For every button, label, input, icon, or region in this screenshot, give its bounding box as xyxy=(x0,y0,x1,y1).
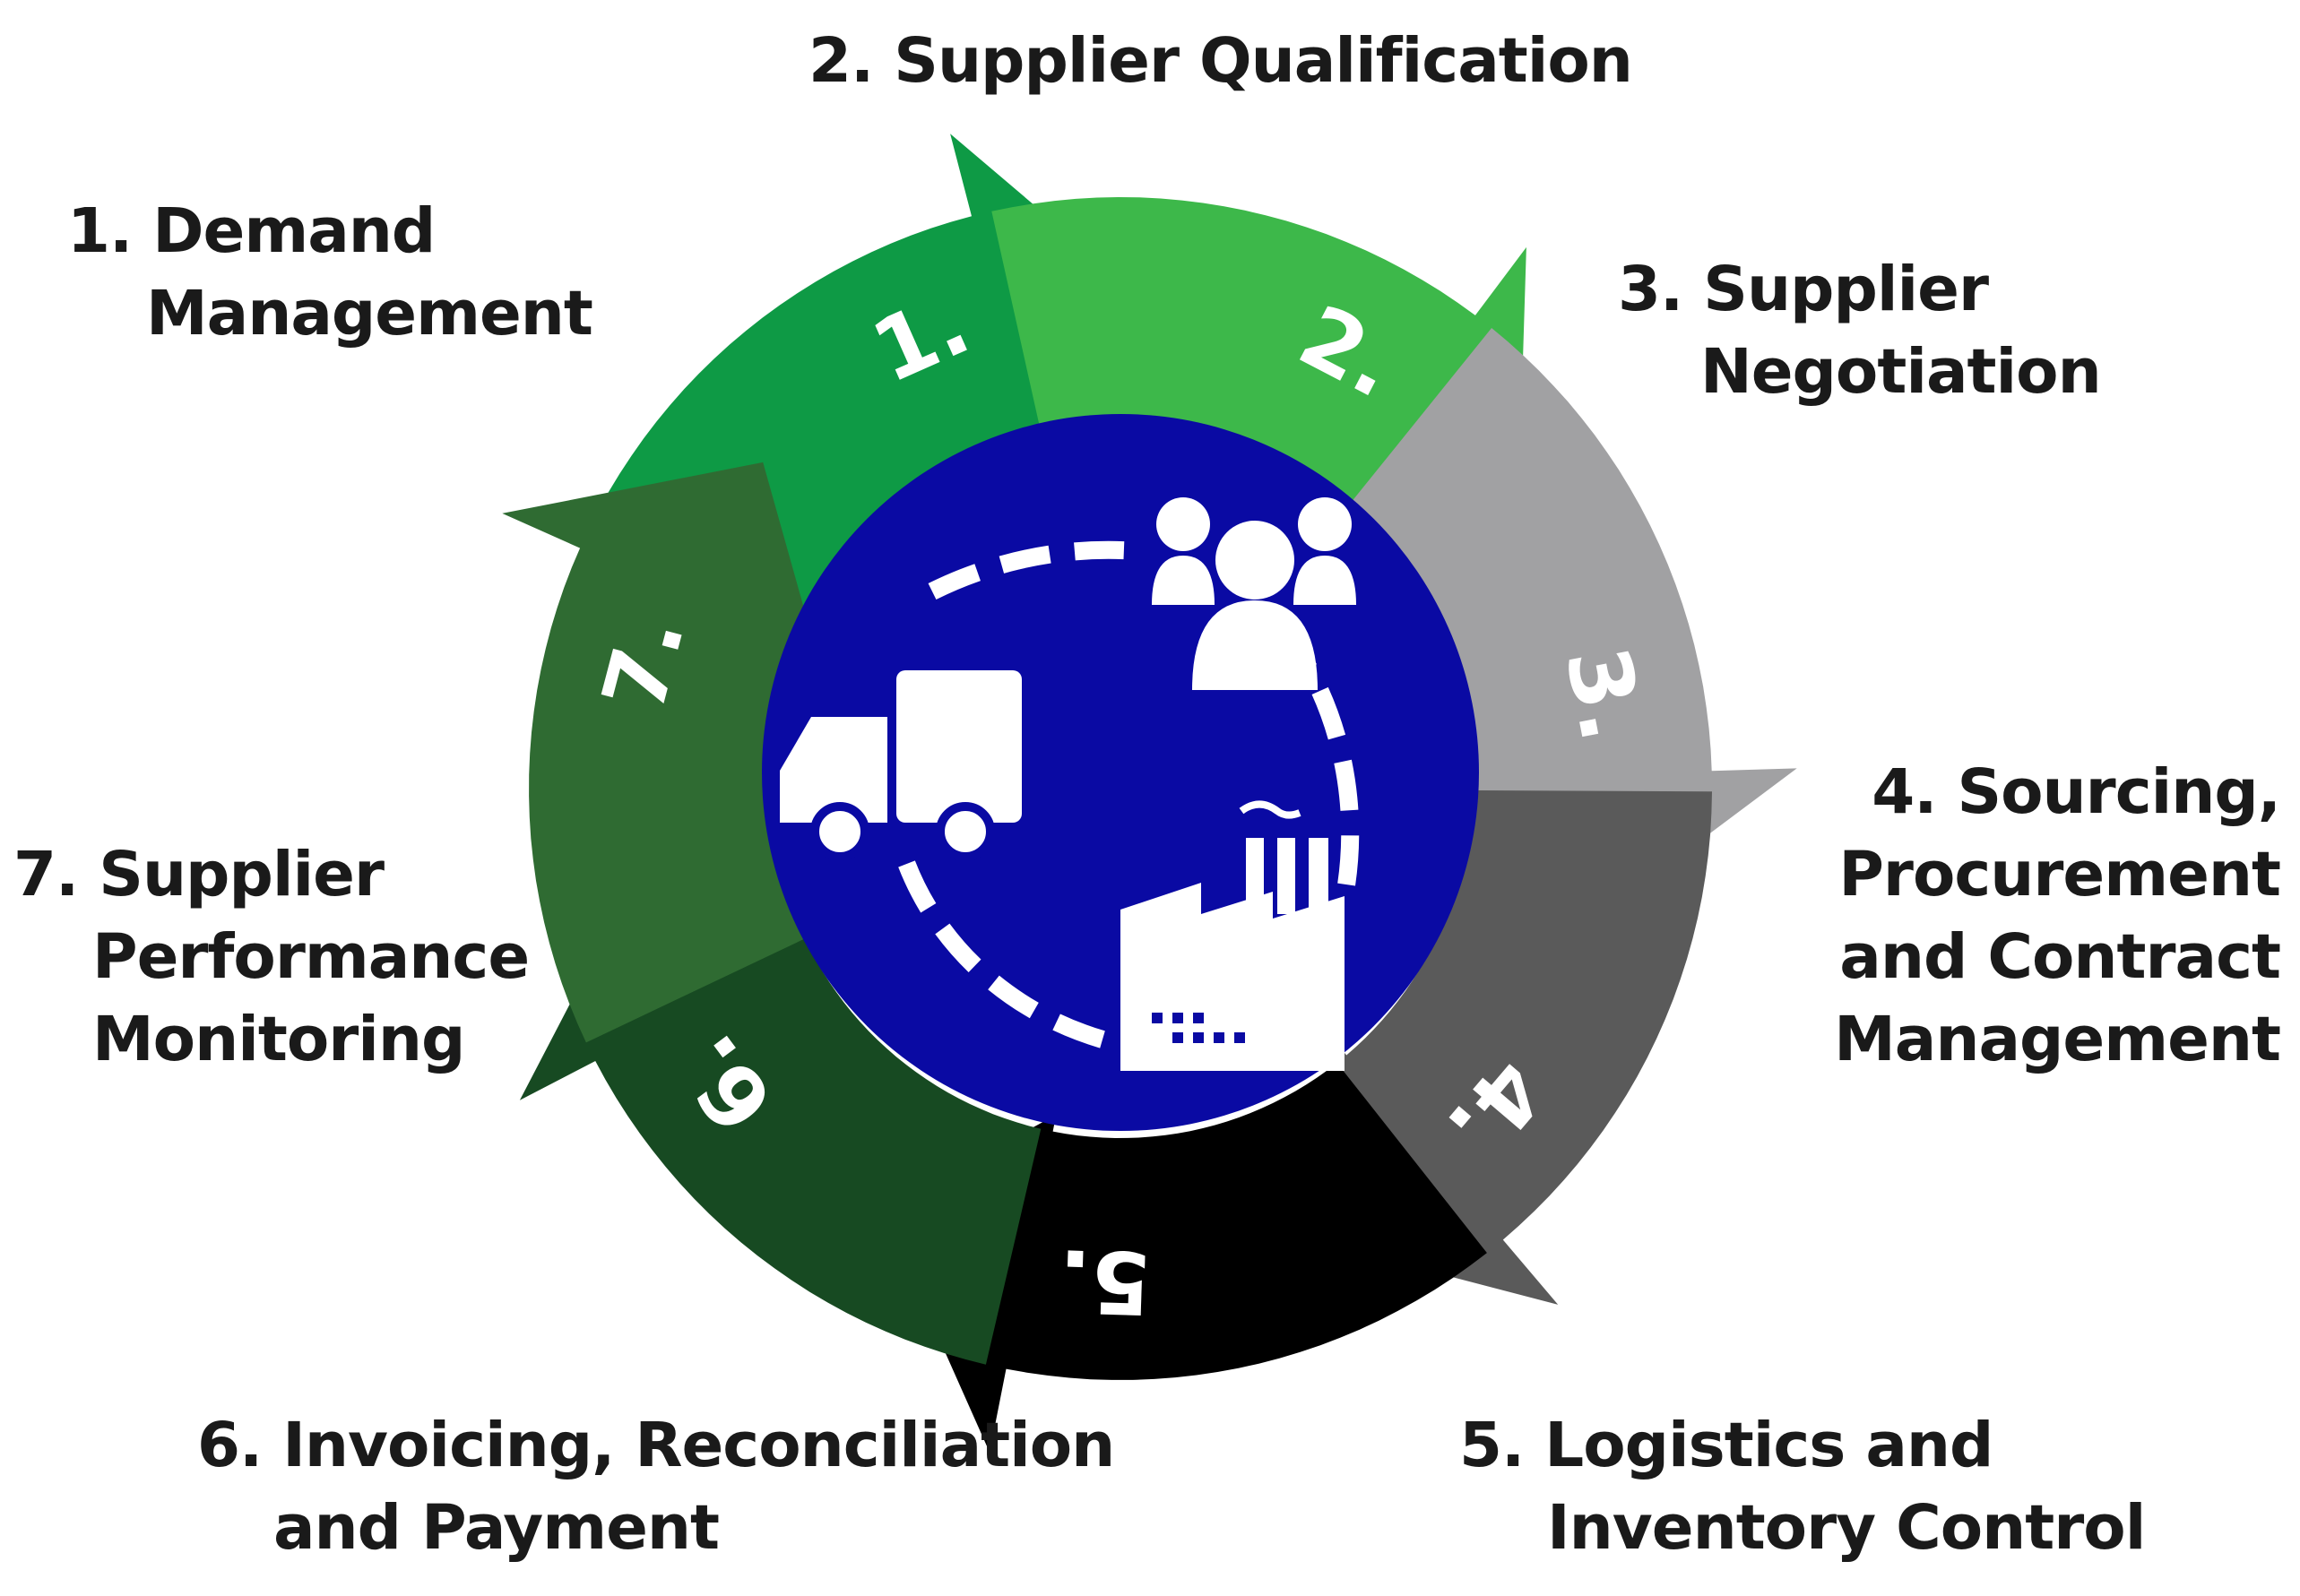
stage-label-2: 2. Supplier Qualification xyxy=(808,25,1633,97)
dashed-loop-top xyxy=(928,540,1139,600)
dashed-loop-bottom xyxy=(896,857,1105,1048)
cycle-segments: 1.2.3.4.5.6.7. xyxy=(502,134,1797,1453)
stage-label-3: 3. Supplier Negotiation xyxy=(1618,254,2102,408)
stage-label-4: 4. Sourcing, Procurement and Contract Ma… xyxy=(1834,756,2281,1075)
stage-label-5: 5. Logistics and Inventory Control xyxy=(1459,1410,2146,1564)
stage-label-7: 7. Supplier Performance Monitoring xyxy=(13,839,530,1075)
truck-icon xyxy=(780,670,1022,861)
cycle-arrow-number-5: 5. xyxy=(1057,1229,1153,1333)
factory-icon xyxy=(1120,800,1345,1071)
cycle-arrow-7 xyxy=(502,462,817,1043)
stage-label-1: 1. Demand Management xyxy=(67,195,593,349)
cycle-arrow-2 xyxy=(991,197,1526,523)
cycle-arrow-number-3: 3. xyxy=(1546,639,1663,749)
people-icon xyxy=(1152,497,1356,690)
stage-label-6: 6. Invoicing, Reconciliation and Payment xyxy=(197,1410,1115,1564)
cycle-arrow-3 xyxy=(1339,328,1797,927)
